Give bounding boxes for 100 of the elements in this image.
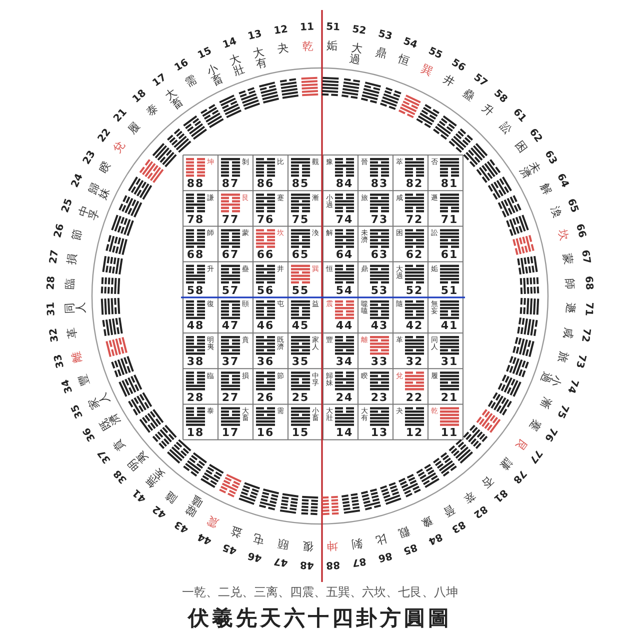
hexagram-number: 13 — [246, 30, 263, 43]
hexagram-number: 31 — [440, 356, 458, 367]
hexagram-number: 75 — [554, 402, 570, 419]
hexagram-name: 困 — [514, 139, 529, 154]
hexagram-number: 77 — [527, 447, 544, 464]
hexagram-name: 蠱 — [462, 87, 477, 102]
hexagram-number: 85 — [402, 541, 419, 556]
hexagram-number: 58 — [186, 284, 204, 296]
hexagram-number: 88 — [186, 178, 204, 189]
hexagram-name: 坎 — [556, 228, 570, 242]
hexagram-number: 24 — [70, 172, 86, 190]
hexagram-name: 歸妹 — [86, 182, 111, 201]
hexagram-number: 81 — [440, 178, 458, 189]
note-text: 一乾、二兑、三离、四震、五巽、六坎、七艮、八坤 — [182, 586, 458, 598]
hexagram-number: 73 — [573, 353, 586, 370]
hexagram-number: 37 — [96, 447, 113, 464]
hexagram-number: 85 — [292, 178, 310, 189]
hexagram-number: 72 — [579, 328, 592, 343]
hexagram-number: 55 — [426, 46, 443, 62]
hexagram-number: 12 — [406, 427, 424, 438]
hexagram-number: 86 — [377, 549, 394, 562]
hexagram-number: 48 — [300, 558, 314, 569]
hexagram-name: 井 — [441, 74, 456, 89]
hexagram-name: 大過 — [348, 42, 363, 66]
hexagram-name: 需 — [184, 74, 199, 89]
hexagram-number: 52 — [406, 284, 424, 296]
hexagram-number: 15 — [292, 427, 310, 438]
hexagram-number: 67 — [222, 249, 240, 260]
hexagram-number: 42 — [406, 320, 424, 332]
hexagram-name: 兌 — [111, 139, 126, 154]
hexagram-number: 47 — [222, 320, 240, 332]
hexagram-number: 16 — [174, 58, 191, 74]
hexagram-number: 72 — [406, 214, 424, 225]
hexagram-number: 26 — [256, 392, 274, 403]
hexagram-number: 35 — [292, 356, 310, 367]
hexagram-number: 11 — [300, 22, 314, 34]
hexagram-number: 64 — [554, 172, 570, 190]
hexagram-number: 37 — [222, 356, 240, 367]
hexagram-name: 大有 — [252, 46, 268, 70]
hexagram-number: 68 — [186, 249, 204, 260]
hexagram-name: 節 — [70, 228, 84, 242]
hexagram-name: 剝 — [350, 538, 363, 550]
hexagram-name: 渙 — [548, 204, 563, 219]
hexagram-number: 52 — [352, 24, 367, 37]
hexagram-number: 63 — [370, 249, 388, 260]
hexagram-name: 革 — [66, 326, 78, 339]
hexagram-number: 44 — [336, 320, 354, 332]
hexagram-number: 82 — [471, 503, 488, 520]
hexagram-name: 乾 — [302, 40, 314, 52]
hexagram-name: 大畜 — [163, 87, 186, 112]
hexagram-name: 家人 — [86, 391, 111, 410]
hexagram-number: 34 — [60, 378, 75, 395]
hexagram-number: 61 — [440, 249, 458, 260]
hexagram-number: 88 — [326, 558, 340, 569]
hexagram-name: 坤 — [326, 540, 338, 552]
title: 伏羲先天六十四卦方圓圖 — [188, 608, 452, 629]
hexagram-number: 84 — [426, 530, 443, 546]
hexagram-number: 14 — [221, 36, 238, 51]
hexagram-number: 11 — [440, 427, 458, 438]
hexagram-number: 36 — [256, 356, 274, 367]
hexagram-number: 14 — [336, 427, 354, 438]
hexagram-number: 34 — [336, 356, 354, 367]
hexagram-name: 大壯 — [228, 53, 246, 78]
hexagram-number: 68 — [582, 276, 593, 290]
hexagram-name: 震 — [206, 515, 220, 530]
hexagram-number: 62 — [527, 128, 544, 145]
hexagram-number: 73 — [370, 214, 388, 225]
hexagram-number: 83 — [449, 518, 466, 534]
hexagram-number: 65 — [292, 249, 310, 260]
hexagram-name: 夬 — [276, 42, 290, 54]
hexagram-number: 56 — [256, 284, 274, 296]
hexagram-number: 82 — [406, 178, 424, 189]
hexagram-number: 15 — [196, 46, 214, 62]
hexagram-number: 66 — [573, 222, 586, 239]
hexagram-number: 51 — [440, 284, 458, 296]
hexagram-number: 62 — [406, 249, 424, 260]
hexagram-number: 71 — [440, 214, 458, 225]
hexagram-name: 蒙 — [562, 252, 574, 266]
hexagram-number: 78 — [186, 214, 204, 225]
hexagram-name: 未濟 — [518, 160, 542, 180]
hexagram-number: 12 — [273, 24, 288, 37]
hexagram-number: 55 — [292, 284, 310, 296]
hexagram-number: 54 — [336, 284, 354, 296]
hexagram-number: 53 — [377, 30, 394, 43]
hexagram-number: 17 — [152, 72, 169, 89]
hexagram-number: 21 — [440, 392, 458, 403]
hexagram-number: 44 — [196, 530, 214, 546]
hexagram-name: 師 — [564, 278, 576, 290]
hexagram-name: 遯 — [564, 302, 576, 314]
hexagram-number: 26 — [54, 222, 67, 239]
hexagram-number: 57 — [222, 284, 240, 296]
hexagram-number: 23 — [82, 150, 98, 167]
hexagram-name: 復 — [302, 540, 314, 552]
hexagram-number: 86 — [256, 178, 274, 189]
hexagram-name: 恒 — [397, 53, 412, 68]
hexagram-name: 晉 — [441, 503, 456, 518]
hexagram-number: 28 — [46, 276, 58, 290]
hexagram-number: 41 — [440, 320, 458, 332]
hexagram-number: 13 — [370, 427, 388, 438]
hexagram-name: 觀 — [397, 524, 412, 539]
